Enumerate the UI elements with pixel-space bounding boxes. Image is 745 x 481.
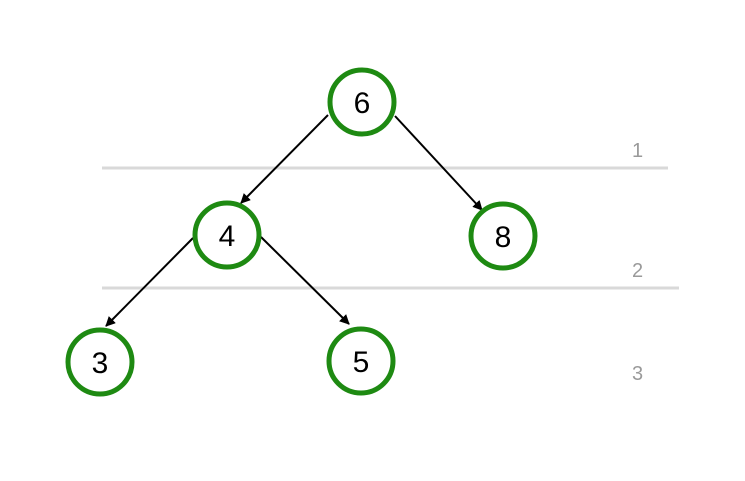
node-label-3: 3: [92, 347, 109, 380]
node-label-4: 4: [219, 220, 236, 253]
level-label-1: 1: [632, 140, 643, 162]
tree-node: 8: [468, 201, 538, 271]
edge-4-to-3: [105, 237, 194, 327]
node-circle-8: [468, 201, 538, 271]
edge-6-to-8: [394, 115, 483, 211]
node-label-8: 8: [495, 221, 512, 254]
node-circle-4: [192, 200, 262, 270]
tree-node: 6: [327, 67, 397, 137]
tree-node: 4: [192, 200, 262, 270]
node-label-5: 5: [353, 346, 370, 379]
level-label-2: 2: [632, 260, 643, 282]
node-circle-3: [65, 327, 135, 397]
node-circle-5: [326, 326, 396, 396]
tree-node: 5: [326, 326, 396, 396]
edge-4-to-5: [260, 236, 350, 325]
edge-6-to-4: [240, 114, 329, 204]
level-label-3: 3: [632, 363, 643, 385]
tree-node: 3: [65, 327, 135, 397]
node-circle-6: [327, 67, 397, 137]
node-label-6: 6: [354, 87, 371, 120]
